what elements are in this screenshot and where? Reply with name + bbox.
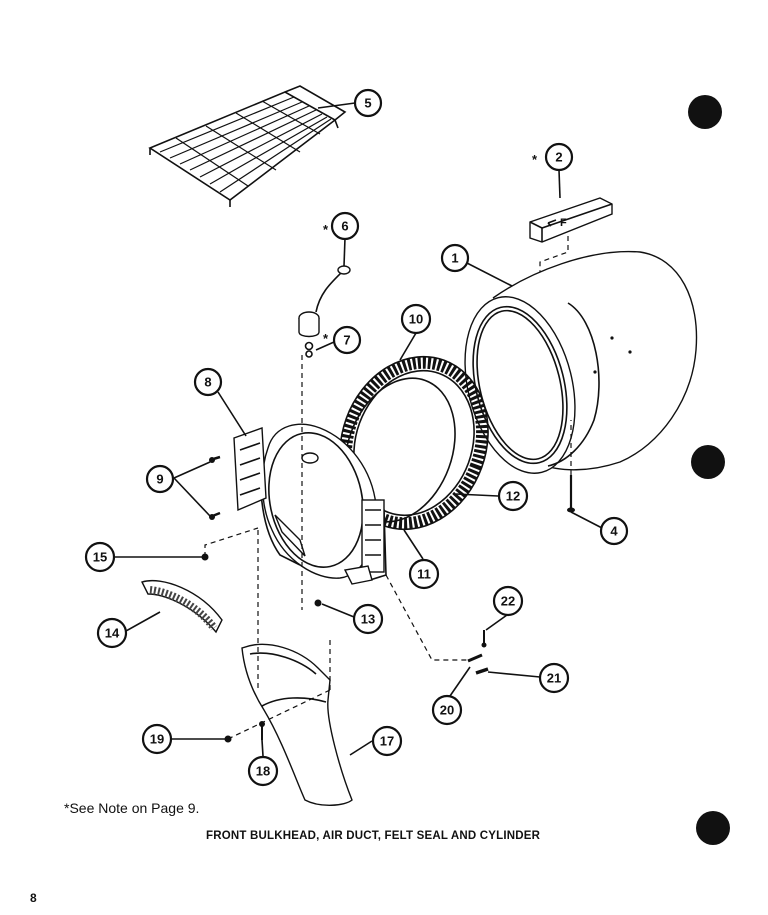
callout-14: 14 [96,617,128,649]
front-bulkhead [259,423,387,585]
part-22-screw [481,630,487,648]
callout-19: 19 [141,723,173,755]
callout-18: 18 [247,755,279,787]
callout-7-label: 7 [343,333,350,348]
callout-7-star: * [323,331,329,346]
assembly-line [204,527,259,557]
callout-4: 4 [599,516,629,546]
callout-21: 21 [538,662,570,694]
callout-15: 15 [84,541,116,573]
callout-5: 5 [353,88,383,118]
callout-1: 1 [440,243,470,273]
callout-13-label: 13 [361,612,375,627]
callout-8-label: 8 [204,375,211,390]
callout-9: 9 [145,464,175,494]
assembly-line [385,574,470,661]
part-5-rack [148,85,347,207]
callout-10-label: 10 [409,312,423,327]
callout-6-star: * [323,222,329,237]
part-2-marking: F [560,217,567,229]
part-2-baffle: F [529,197,613,243]
callout-22: 22 [492,585,524,617]
footnote: *See Note on Page 9. [64,800,200,816]
figure-caption: FRONT BULKHEAD, AIR DUCT, FELT SEAL AND … [206,830,541,842]
callout-11: 11 [408,558,440,590]
callout-6-label: 6 [341,219,348,234]
part-9-screws [209,455,221,520]
callout-5-label: 5 [364,96,371,111]
callout-4-label: 4 [610,524,618,539]
callout-13: 13 [352,603,384,635]
part-20-clip [467,653,483,663]
callout-21-label: 21 [547,671,561,686]
callout-7: 7* [323,325,362,355]
binder-hole [691,445,725,479]
leader-lines [114,102,603,757]
part-17-air-duct [241,643,353,806]
callout-1-label: 1 [451,251,458,266]
callout-2-star: * [532,152,538,167]
callout-8: 8 [193,367,223,397]
part-8-bracket [233,427,267,512]
callout-19-label: 19 [150,732,164,747]
part-6-harness [315,265,351,313]
binder-hole [696,811,730,845]
callout-12-label: 12 [506,489,520,504]
part-14-lint-filter [141,580,223,634]
callout-22-label: 22 [501,594,515,609]
part-1-cylinder [464,250,698,474]
callout-11-label: 11 [417,567,431,582]
callout-15-label: 15 [93,550,107,565]
callout-18-label: 18 [256,764,270,779]
part-4-screw [567,475,575,513]
callout-10: 10 [400,303,432,335]
callout-6: 6* [323,211,360,241]
callout-20-label: 20 [440,703,454,718]
part-21-nut [475,667,489,675]
callout-20: 20 [431,694,463,726]
assembly-line [227,689,331,740]
part-18-screw [259,721,265,740]
page-number: 8 [30,891,37,905]
part-13-screw [314,599,322,607]
callout-9-label: 9 [156,472,163,487]
callout-17-label: 17 [380,734,394,749]
callout-12: 12 [497,480,529,512]
part-7-fitting [298,311,320,358]
callout-14-label: 14 [105,626,120,641]
callout-2: 2* [532,142,574,172]
callout-17: 17 [371,725,403,757]
binder-hole [688,95,722,129]
callout-2-label: 2 [555,150,562,165]
